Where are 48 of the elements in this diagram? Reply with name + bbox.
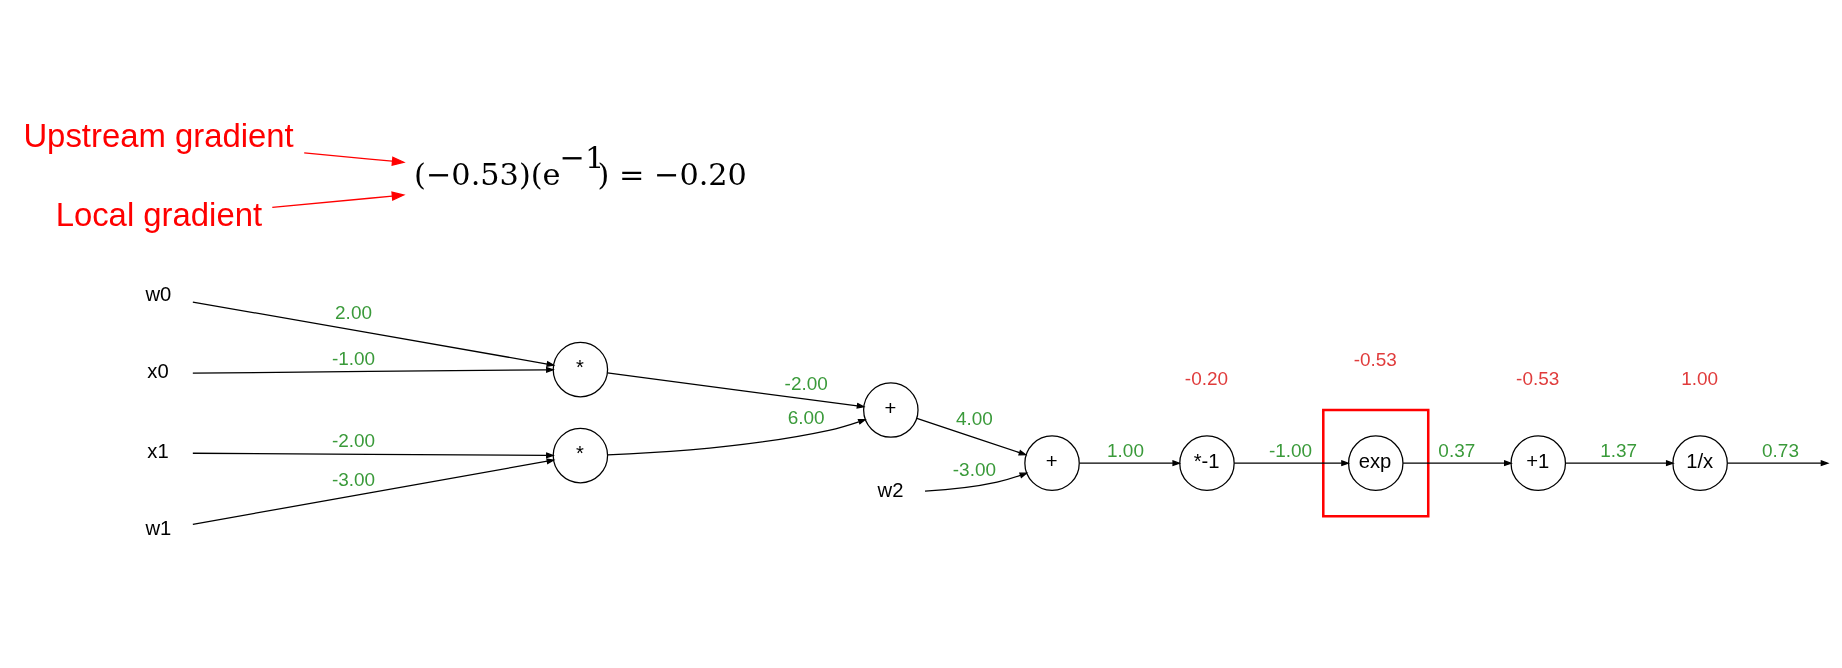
cluster <box>1322 408 1430 518</box>
node-circle: exp <box>1347 434 1404 491</box>
arrow <box>606 371 866 409</box>
arrow <box>606 418 867 455</box>
label: -0.53 <box>1516 367 1560 389</box>
arrow <box>192 451 555 458</box>
node-text: w0 <box>145 282 172 305</box>
label: -0.53 <box>1353 348 1397 370</box>
edge-label: -3.00 <box>331 468 376 490</box>
node-circle: * <box>552 427 609 483</box>
node-circle: *-1 <box>1179 434 1235 491</box>
arrow <box>1233 459 1351 466</box>
edge-label: 1.00 <box>1107 439 1144 461</box>
edge-label: -3.00 <box>952 458 996 480</box>
arrow <box>924 472 1029 492</box>
arrow <box>1726 459 1830 466</box>
arrow <box>1564 459 1675 466</box>
node-text: w1 <box>145 516 172 539</box>
node-circle: + <box>1024 434 1080 491</box>
node-circle: +1 <box>1510 434 1567 491</box>
edge-label: 2.00 <box>335 301 372 323</box>
arrow <box>192 300 556 367</box>
arrow <box>303 151 406 166</box>
node-text: x0 <box>147 359 169 382</box>
node-text: Local gradient <box>55 195 263 233</box>
node-circle: + <box>863 381 919 438</box>
arrow <box>192 366 555 374</box>
arrow <box>192 457 556 525</box>
arrow <box>1078 459 1182 466</box>
edge-label: 1.37 <box>1600 439 1638 461</box>
edge-label: 6.00 <box>787 406 825 428</box>
edge-label: 0.73 <box>1762 439 1799 461</box>
node-circle: * <box>552 341 609 397</box>
label: 1.00 <box>1681 367 1719 389</box>
arrow <box>916 417 1028 455</box>
arrow <box>271 190 406 208</box>
node-text: Upstream gradient <box>23 116 294 154</box>
edge-label: -2.00 <box>331 429 376 451</box>
node-text: w2 <box>877 478 904 501</box>
edge-label: -1.00 <box>1268 439 1313 461</box>
edge-label: -1.00 <box>331 347 376 369</box>
node-text: x1 <box>147 439 169 462</box>
label: -0.20 <box>1184 367 1229 389</box>
edge-label: 0.37 <box>1438 439 1476 461</box>
edge-label: -2.00 <box>784 372 828 394</box>
node-circle: 1/x <box>1672 434 1728 491</box>
arrow <box>1402 459 1513 466</box>
edge-label: 4.00 <box>955 407 993 429</box>
